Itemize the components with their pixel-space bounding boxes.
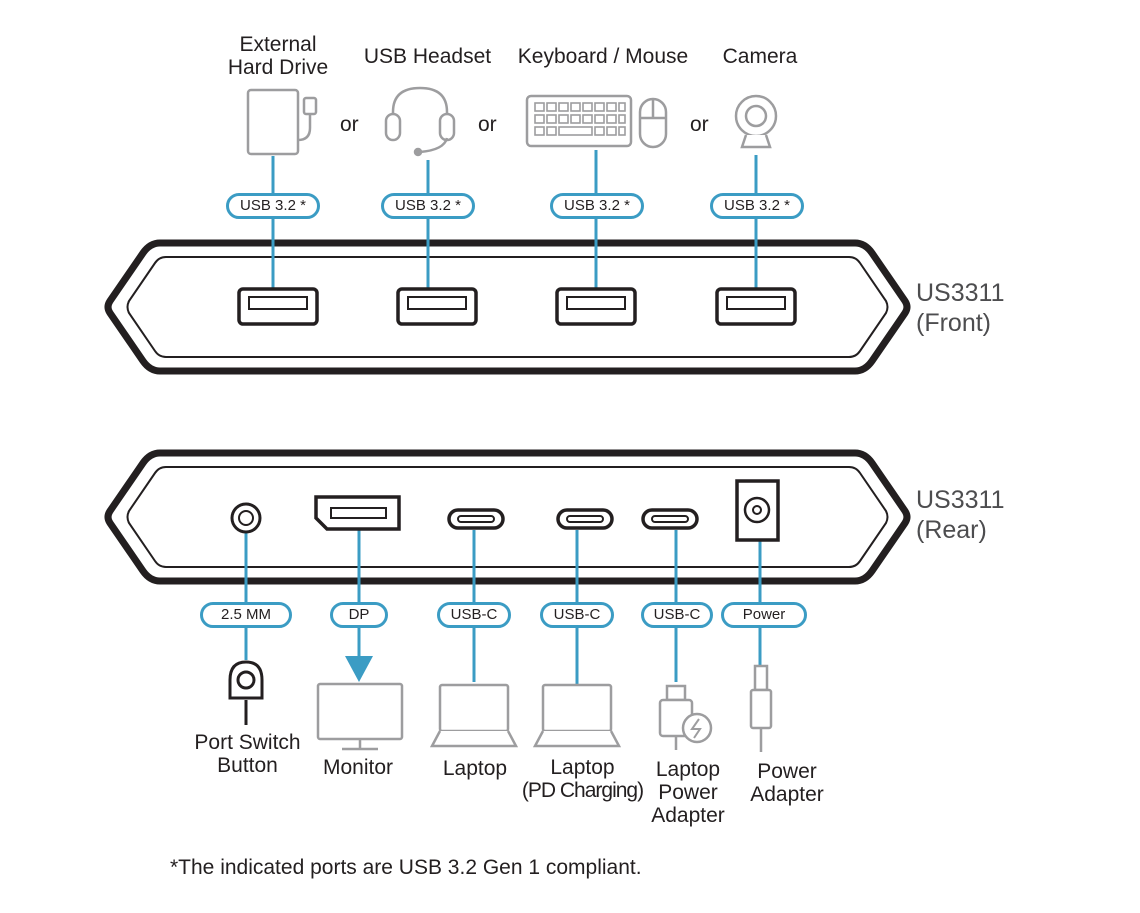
port-badge-dp: DP [330,602,388,628]
rear-panel [104,449,911,585]
webcam-icon [734,94,778,149]
device-label-laptop-power-adapter: Laptop Power Adapter [651,758,725,827]
laptop-power-adapter-icon [658,684,713,750]
port-badge-usb32: USB 3.2 * [381,193,475,219]
port-badge-usb32: USB 3.2 * [710,193,804,219]
usb-c-port-icon [447,508,505,530]
displayport-port-icon [314,495,401,531]
power-adapter-plug-icon [749,664,773,752]
device-label-monitor: Monitor [322,756,394,779]
laptop-icon [429,683,519,748]
model-label-rear: US3311 (Rear) [916,486,1005,544]
device-label-keyboard-mouse: Keyboard / Mouse [517,45,689,68]
port-badge-usb-c: USB-C [641,602,713,628]
headset-icon [384,86,456,157]
usb-c-port-icon [641,508,699,530]
port-badge-usb32: USB 3.2 * [226,193,320,219]
rear-ports [230,479,780,542]
model-label-front: US3311 (Front) [916,279,1005,337]
device-label-laptop-pd-charging: Laptop (PD Charging) [521,756,644,802]
or-separator: or [690,113,709,136]
port-badge-usb-c: USB-C [540,602,614,628]
dp-arrow-icon [345,656,373,682]
or-separator: or [340,113,359,136]
front-panel [104,239,911,375]
port-badge-2-5mm: 2.5 MM [200,602,292,628]
or-separator: or [478,113,497,136]
device-label-camera: Camera [722,45,798,68]
usb-c-port-icon [556,508,614,530]
device-label-laptop: Laptop [442,757,508,780]
port-badge-usb-c: USB-C [437,602,511,628]
device-label-power-adapter: Power Adapter [750,760,824,806]
keyboard-mouse-icon [525,94,668,149]
device-label-external-hard-drive: External Hard Drive [227,33,329,79]
dc-power-jack-icon [735,479,780,542]
usb-a-port-icon [237,287,319,326]
footnote: *The indicated ports are USB 3.2 Gen 1 c… [170,856,642,879]
port-badge-usb32: USB 3.2 * [550,193,644,219]
usb-a-port-icon [555,287,637,326]
monitor-icon [316,682,404,751]
external-hard-drive-icon [246,88,318,156]
front-usb-a-ports [237,287,797,326]
port-badge-power: Power [721,602,807,628]
usb-a-port-icon [396,287,478,326]
audio-jack-2-5mm-icon [230,502,262,534]
device-label-usb-headset: USB Headset [363,45,492,68]
usb-a-port-icon [715,287,797,326]
laptop-icon [532,683,622,748]
port-switch-button-icon [228,660,264,725]
device-label-port-switch-button: Port Switch Button [194,731,301,777]
front-connector-lines [271,150,758,290]
